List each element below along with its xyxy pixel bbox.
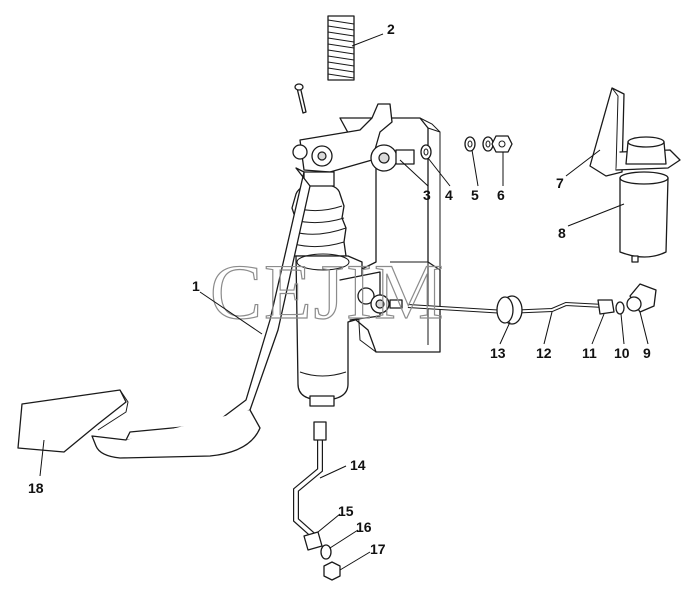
pivot-clevis: [292, 103, 393, 173]
callout-6: 6: [497, 187, 505, 203]
callout-3: 3: [423, 187, 431, 203]
callout-10: 10: [614, 345, 630, 361]
callout-18: 18: [28, 480, 44, 496]
fitting-11: [597, 299, 615, 315]
fluid-reservoir: [619, 136, 669, 263]
callout-17: 17: [370, 541, 386, 557]
master-cylinder: [295, 253, 403, 407]
banjo-fitting-9: [626, 283, 657, 313]
callout-11: 11: [582, 345, 597, 361]
callout-1: 1: [192, 278, 200, 294]
callout-9: 9: [643, 345, 651, 361]
washer-5: [482, 136, 494, 152]
hydraulic-line: [407, 301, 605, 315]
callout-2: 2: [387, 21, 395, 37]
callout-16: 16: [356, 519, 372, 535]
hose-fitting-15: [303, 531, 323, 551]
nut-17: [323, 561, 341, 581]
return-spring: [327, 15, 355, 81]
callout-15: 15: [338, 503, 354, 519]
callout-4: 4: [445, 187, 453, 203]
watermark: CEJIM: [210, 248, 445, 335]
callout-7: 7: [556, 175, 564, 191]
callout-14: 14: [350, 457, 366, 473]
grommet: [496, 295, 523, 325]
callout-12: 12: [536, 345, 552, 361]
cotter-pin: [294, 83, 307, 114]
flexible-hose: [293, 421, 327, 539]
callout-5: 5: [471, 187, 479, 203]
nut-6: [491, 135, 513, 153]
washer-10: [615, 301, 625, 315]
leader-lines: [39, 33, 649, 571]
pedal-pad: [17, 389, 129, 453]
pedal-lever: [91, 167, 311, 459]
washer-4: [420, 136, 476, 160]
callout-8: 8: [558, 225, 566, 241]
callout-labels: 1 2 3 4 5 6 7 8 9 10 11 12 13 14 15 16 1…: [28, 21, 651, 557]
callout-13: 13: [490, 345, 506, 361]
washer-16: [320, 544, 332, 560]
